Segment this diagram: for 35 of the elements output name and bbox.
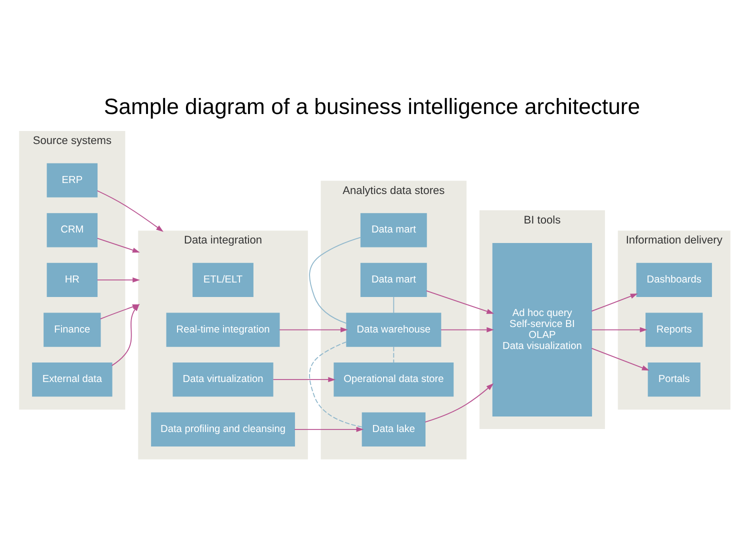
arrow	[424, 382, 494, 422]
node-box: Data mart	[360, 262, 427, 297]
node-box: External data	[32, 362, 112, 396]
connector	[393, 296, 394, 313]
node-box: Ad hoc query Self-service BI OLAP Data visualization	[492, 242, 592, 416]
node-box: Reports	[646, 312, 703, 346]
connector	[393, 346, 394, 363]
arrow	[591, 326, 648, 332]
node-box: HR	[46, 262, 98, 297]
node-box: ETL/ELT	[192, 262, 254, 297]
node-box: Portals	[648, 362, 700, 396]
node-box: CRM	[46, 212, 98, 247]
arrow	[591, 347, 650, 370]
connector	[309, 340, 363, 427]
arrow	[294, 426, 364, 432]
node-box: Data warehouse	[346, 312, 442, 346]
arrow	[278, 326, 348, 332]
arrow	[272, 376, 336, 382]
arrow	[96, 276, 140, 282]
arrow	[440, 326, 494, 332]
arrow	[96, 237, 140, 252]
node-box: Data lake	[362, 412, 426, 446]
node-box: Real-time integration	[166, 312, 280, 346]
arrow	[96, 190, 164, 232]
node-box: Operational data store	[334, 362, 454, 396]
arrow	[591, 293, 638, 312]
diagram-title: Sample diagram of a business intelligence architecture	[104, 94, 640, 119]
node-box: Data profiling and cleansing	[151, 412, 295, 446]
node-box: ERP	[46, 162, 98, 197]
node-box: Data mart	[360, 212, 427, 247]
node-box: Data virtualization	[172, 362, 274, 396]
node-box: Dashboards	[636, 262, 712, 297]
arrow	[426, 290, 494, 314]
connector	[309, 236, 362, 324]
node-box: Finance	[44, 312, 101, 346]
